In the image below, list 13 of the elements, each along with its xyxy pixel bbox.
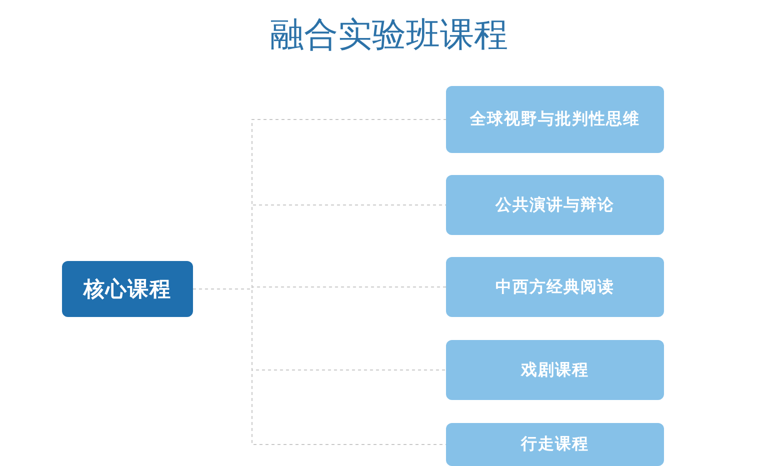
- title: 融合实验班课程: [269, 14, 509, 57]
- node-label: 公共演讲与辩论: [496, 194, 614, 216]
- node-label: 中西方经典阅读: [496, 276, 614, 298]
- course-box: [446, 423, 664, 466]
- course-box: [446, 175, 664, 235]
- node-label: 行走课程: [521, 434, 589, 455]
- root-box: [62, 261, 193, 317]
- course-box: [446, 257, 664, 317]
- course-box: [446, 86, 664, 153]
- node-label: 核心课程: [84, 276, 172, 303]
- course-box: [446, 340, 664, 400]
- node-label: 全球视野与批判性思维: [470, 109, 640, 130]
- node-label: 戏剧课程: [521, 360, 589, 380]
